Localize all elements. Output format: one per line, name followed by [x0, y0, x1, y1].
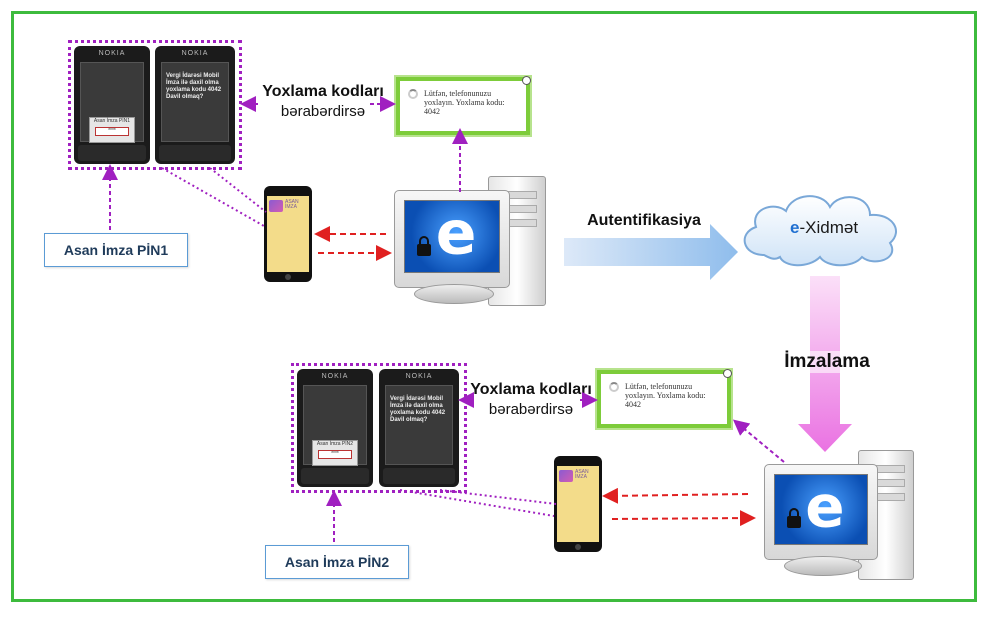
nokia-keypad	[78, 145, 146, 161]
masked-pin-field: ****	[95, 127, 129, 136]
masked-pin-field: ****	[318, 450, 352, 459]
e-gov-logo-icon: e	[435, 198, 477, 268]
verification-popup-bottom: Lütfən, telefonunuzu yoxlayın. Yoxlama k…	[597, 369, 732, 428]
sms-text: Vergi İdarəsi Mobil İmza ilə daxil olma …	[166, 73, 222, 100]
monitor-stand	[784, 556, 862, 576]
e-service-prefix: e	[790, 218, 800, 237]
authentication-label: Autentifikasiya	[587, 212, 701, 229]
pin-label-bottom: Asan İmza PİN2	[265, 545, 409, 579]
popup-message: Lütfən, telefonunuzu yoxlayın. Yoxlama k…	[625, 382, 706, 409]
monitor-stand	[414, 284, 494, 304]
verify-codes-line2: bərabərdirsə	[280, 103, 366, 120]
monitor-screen: e	[774, 472, 868, 545]
authentication-arrow	[564, 224, 738, 280]
e-gov-logo-icon: e	[805, 472, 845, 541]
padlock-icon	[787, 508, 801, 528]
nokia-screen: Asan İmza PİN2 ****	[303, 385, 367, 466]
nokia-screen: Vergi İdarəsi Mobil İmza ilə daxil olma …	[385, 385, 453, 465]
nokia-brand: NOKIA	[181, 50, 209, 57]
asan-imza-logo-text: ASAN İMZA	[285, 199, 299, 210]
diagram-frame	[11, 11, 977, 602]
padlock-icon	[417, 236, 431, 256]
nokia-screen: Asan İmza PİN1 ****	[80, 62, 144, 143]
computer-top: e	[390, 176, 550, 308]
e-service-label: e-Xidmət	[790, 218, 858, 238]
verify-codes-line1: Yoxlama kodları	[262, 83, 384, 100]
pin-dialog: Asan İmza PİN2 ****	[312, 440, 358, 466]
sms-text: Vergi İdarəsi Mobil İmza ilə daxil olma …	[390, 396, 446, 423]
nokia-brand: NOKIA	[98, 50, 126, 57]
verify-codes-label-top: Yoxlama kodları bərabərdirsə	[258, 82, 388, 122]
e-service-cloud	[743, 195, 897, 267]
asan-imza-logo-icon	[269, 200, 283, 212]
monitor-screen: e	[404, 198, 500, 273]
verify-codes-line2: bərabərdirsə	[488, 401, 574, 418]
nokia-keypad	[301, 468, 369, 484]
home-button-icon	[285, 274, 291, 280]
phone-group-bottom	[291, 363, 467, 493]
signing-label: İmzalama	[772, 351, 882, 373]
nokia-brand: NOKIA	[405, 373, 433, 380]
nokia-phone-sms-bottom: NOKIA Vergi İdarəsi Mobil İmza ilə daxil…	[379, 369, 459, 487]
asan-imza-logo-icon	[559, 470, 573, 482]
verification-popup-top: Lütfən, telefonunuzu yoxlayın. Yoxlama k…	[396, 76, 531, 135]
nokia-phone-pin-top: NOKIA Asan İmza PİN1 ****	[74, 46, 150, 164]
pin-label-top: Asan İmza PİN1	[44, 233, 188, 267]
computer-monitor: e	[764, 464, 878, 560]
popup-corner-dot	[723, 369, 732, 378]
nokia-keypad	[159, 145, 231, 161]
loading-spinner-icon	[408, 89, 418, 99]
nokia-phone-pin-bottom: NOKIA Asan İmza PİN2 ****	[297, 369, 373, 487]
nokia-keypad	[383, 468, 455, 484]
smartphone-bottom: ASAN İMZA	[554, 456, 602, 552]
popup-corner-dot	[522, 76, 531, 85]
nokia-brand: NOKIA	[321, 373, 349, 380]
nokia-screen: Vergi İdarəsi Mobil İmza ilə daxil olma …	[161, 62, 229, 142]
asan-imza-logo-text: ASAN İMZA	[575, 469, 589, 480]
smartphone-top: ASAN İMZA	[264, 186, 312, 282]
e-service-name: -Xidmət	[799, 218, 859, 237]
computer-monitor: e	[394, 190, 510, 288]
home-button-icon	[575, 544, 581, 550]
popup-message: Lütfən, telefonunuzu yoxlayın. Yoxlama k…	[424, 89, 505, 116]
smartphone-screen: ASAN İMZA	[557, 466, 599, 542]
pin-dialog: Asan İmza PİN1 ****	[89, 117, 135, 143]
pin-dialog-title: Asan İmza PİN2	[316, 441, 354, 447]
nokia-phone-sms-top: NOKIA Vergi İdarəsi Mobil İmza ilə daxil…	[155, 46, 235, 164]
loading-spinner-icon	[609, 382, 619, 392]
verify-codes-label-bottom: Yoxlama kodları bərabərdirsə	[466, 380, 596, 420]
verify-codes-line1: Yoxlama kodları	[470, 381, 592, 398]
smartphone-screen: ASAN İMZA	[267, 196, 309, 272]
computer-bottom: e	[760, 450, 920, 582]
pin-dialog-title: Asan İmza PİN1	[93, 118, 131, 124]
